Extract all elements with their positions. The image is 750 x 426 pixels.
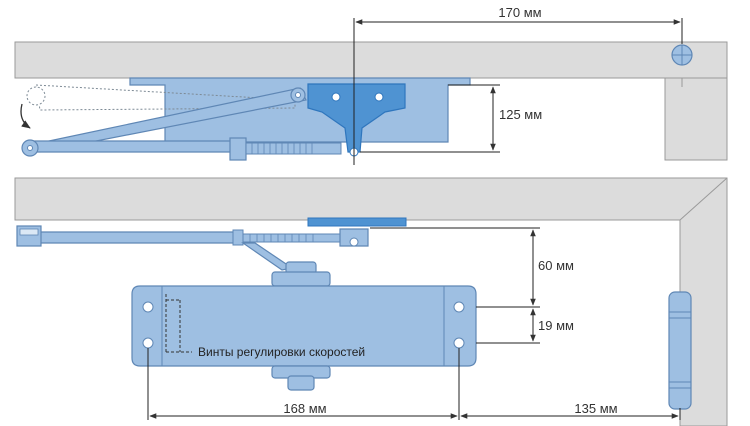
front-top-bracket [307,217,407,227]
dim-168-label: 168 мм [283,401,326,416]
top-door-frame [14,41,728,79]
dim-170-label: 170 мм [498,5,541,20]
top-bracket-hole-right [374,92,384,102]
front-view: Винты регулировки скоростей 60 мм 19 мм … [14,177,728,426]
dim-60-label: 60 мм [538,258,574,273]
swing-direction-arrow [20,103,31,129]
top-fore-arm [29,140,241,153]
dim-135-label: 135 мм [574,401,617,416]
top-wall-jamb [664,77,728,161]
body-hole-top-left [142,301,154,313]
front-spindle-bottom [287,375,315,391]
body-hole-bottom-right [453,337,465,349]
speed-screws-label: Винты регулировки скоростей [198,345,365,359]
top-arm-swing-circle [26,86,46,106]
top-arm-swing-outline [35,84,296,111]
top-view: 170 мм 125 мм [14,5,728,165]
front-arm-diagonal [241,242,294,271]
top-threaded-rod [245,142,342,155]
body-hole-bottom-left [142,337,154,349]
front-threaded-nut [232,229,244,246]
front-spindle-cap [271,271,331,287]
front-hinge [668,291,692,410]
top-bracket-hole-left [331,92,341,102]
body-hole-top-right [453,301,465,313]
front-closer-body [131,285,477,367]
dim-125-label: 125 мм [499,107,542,122]
top-threaded-nut [229,137,247,161]
front-main-arm [39,231,236,244]
dim-19-label: 19 мм [538,318,574,333]
